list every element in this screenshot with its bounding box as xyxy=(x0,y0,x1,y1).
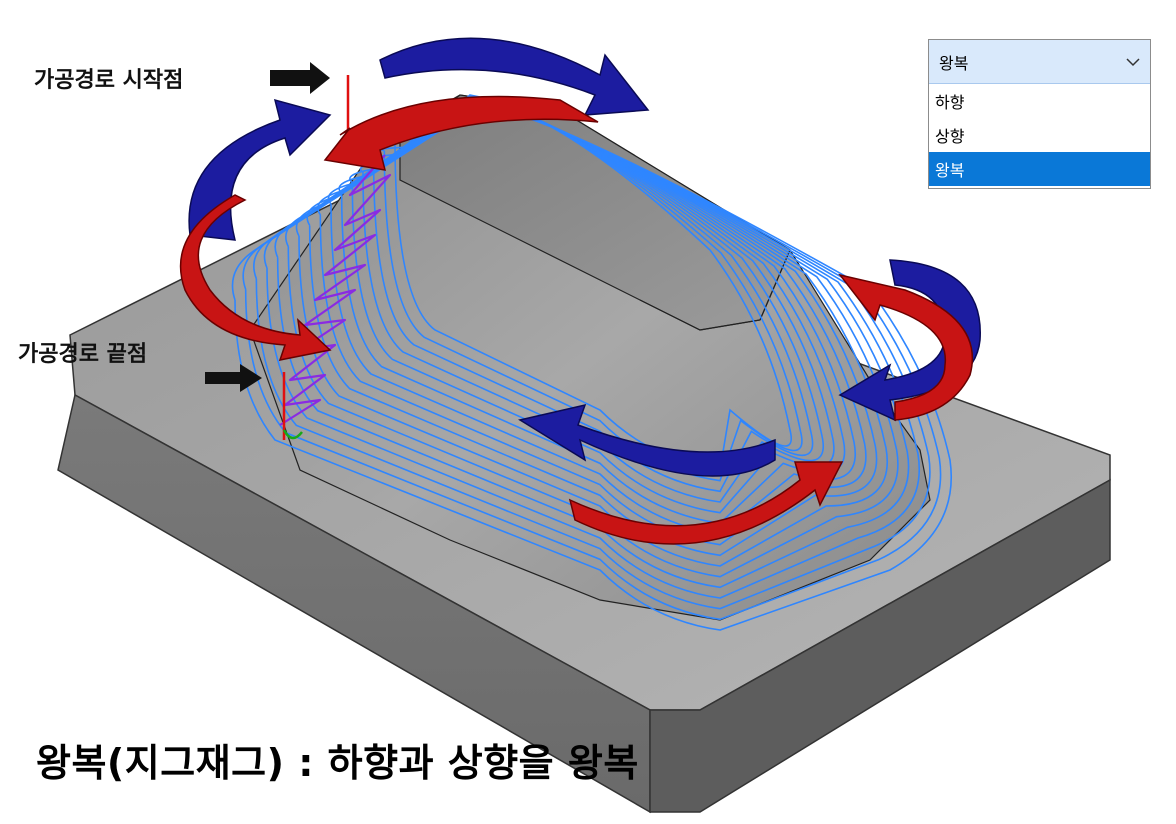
dropdown-option-up[interactable]: 상향 xyxy=(935,127,965,146)
boss-body xyxy=(249,94,931,621)
end-point-marker xyxy=(282,372,303,440)
dropdown-selected[interactable]: 왕복 xyxy=(929,40,1150,84)
dropdown-option-down[interactable]: 하향 xyxy=(935,93,965,112)
direction-dropdown[interactable]: 왕복 하향 상향 왕복 xyxy=(928,39,1151,189)
start-point-label: 가공경로 시작점 xyxy=(34,68,184,93)
red-arrows xyxy=(179,95,974,545)
dropdown-selected-label: 왕복 xyxy=(939,53,969,73)
end-point-label: 가공경로 끝점 xyxy=(18,342,148,367)
dropdown-option-zigzag[interactable]: 왕복 xyxy=(929,152,1150,186)
pointer-arrows xyxy=(205,62,330,392)
zigzag-path xyxy=(279,154,392,426)
caption-text: 왕복(지그재그) : 하향과 상향을 왕복 xyxy=(36,741,639,785)
chevron-down-icon[interactable] xyxy=(1126,57,1140,67)
